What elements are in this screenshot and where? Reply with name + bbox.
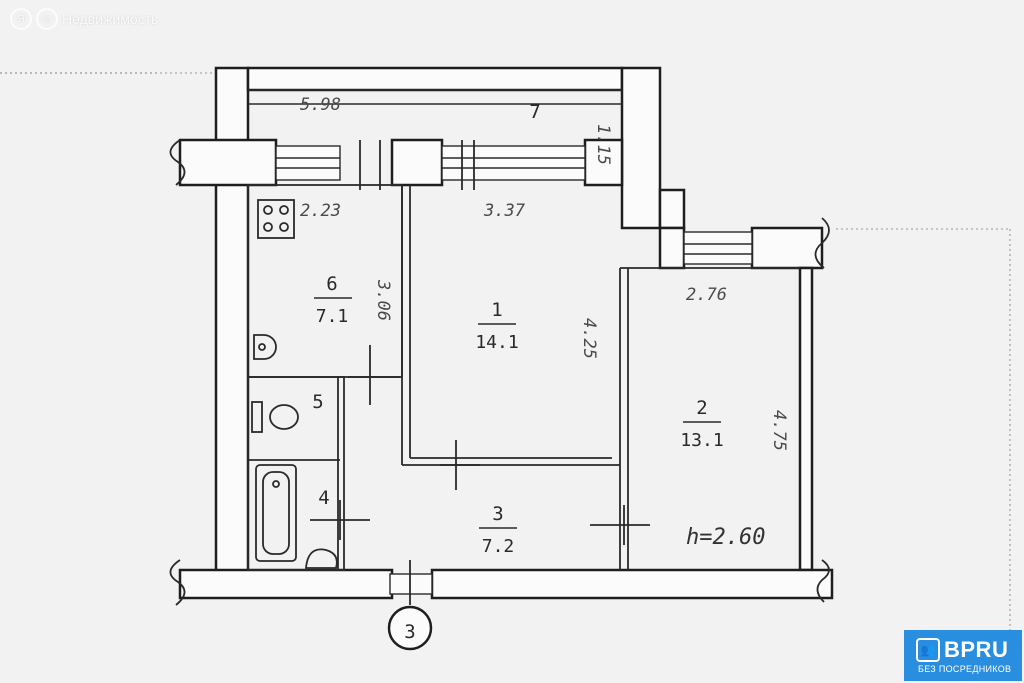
room-6-label: 6 7.1	[314, 273, 352, 327]
washbasin-icon	[305, 548, 338, 569]
ceiling-height: h=2.60	[686, 525, 765, 550]
wall-break-marks	[169, 139, 830, 606]
badge-brand: BPRU	[944, 637, 1009, 662]
dim-room2-width: 2.76	[686, 285, 727, 305]
svg-text:3: 3	[492, 503, 503, 525]
room-1-label: 1 14.1	[475, 299, 518, 353]
partitions	[247, 184, 800, 571]
dim-kitchen-width: 2.23	[300, 201, 341, 221]
stove-icon	[257, 199, 295, 239]
paper-guidelines	[0, 72, 1011, 630]
dim-balcony-length: 5.98	[300, 95, 341, 115]
watermark-text: Недвижимость	[62, 11, 159, 27]
section-marker	[387, 605, 433, 651]
room-2-label: 2 13.1	[680, 397, 723, 451]
room-7-label: 7	[529, 101, 540, 123]
svg-text:7: 7	[529, 101, 540, 123]
yandex-logo-icon: Я	[10, 8, 32, 30]
dim-room1-width: 3.37	[483, 201, 526, 221]
svg-text:14.1: 14.1	[475, 332, 518, 353]
room-3-label: 3 7.2	[479, 503, 517, 557]
section-number: 3	[404, 621, 415, 643]
svg-text:1: 1	[491, 299, 502, 321]
sink-icon	[253, 334, 277, 360]
svg-text:5: 5	[312, 391, 323, 413]
svg-text:13.1: 13.1	[680, 430, 723, 451]
room-5-label: 5	[312, 391, 323, 413]
door-marks	[310, 140, 650, 605]
svg-text:4: 4	[318, 487, 329, 509]
bathtub-icon	[255, 464, 297, 562]
svg-text:7.1: 7.1	[316, 306, 349, 327]
bpru-badge: 👥 BPRU БЕЗ ПОСРЕДНИКОВ	[904, 630, 1022, 681]
badge-tagline: БЕЗ ПОСРЕДНИКОВ	[918, 664, 1012, 674]
dim-kitchen-length: 3.06	[373, 279, 393, 321]
svg-text:6: 6	[326, 273, 337, 295]
svg-text:2: 2	[696, 397, 707, 419]
watermark: Я ◎ Недвижимость	[10, 8, 158, 30]
svg-text:7.2: 7.2	[482, 536, 515, 557]
realty-logo-icon: ◎	[36, 8, 58, 30]
dim-room2-length: 4.75	[769, 410, 789, 451]
windows	[248, 89, 753, 595]
dim-room1-length: 4.25	[579, 318, 599, 359]
dim-balcony-depth: 1.15	[593, 124, 613, 165]
people-icon: 👥	[916, 638, 940, 662]
walls	[178, 66, 834, 600]
toilet-icon	[251, 401, 299, 433]
room-4-label: 4	[318, 487, 329, 509]
